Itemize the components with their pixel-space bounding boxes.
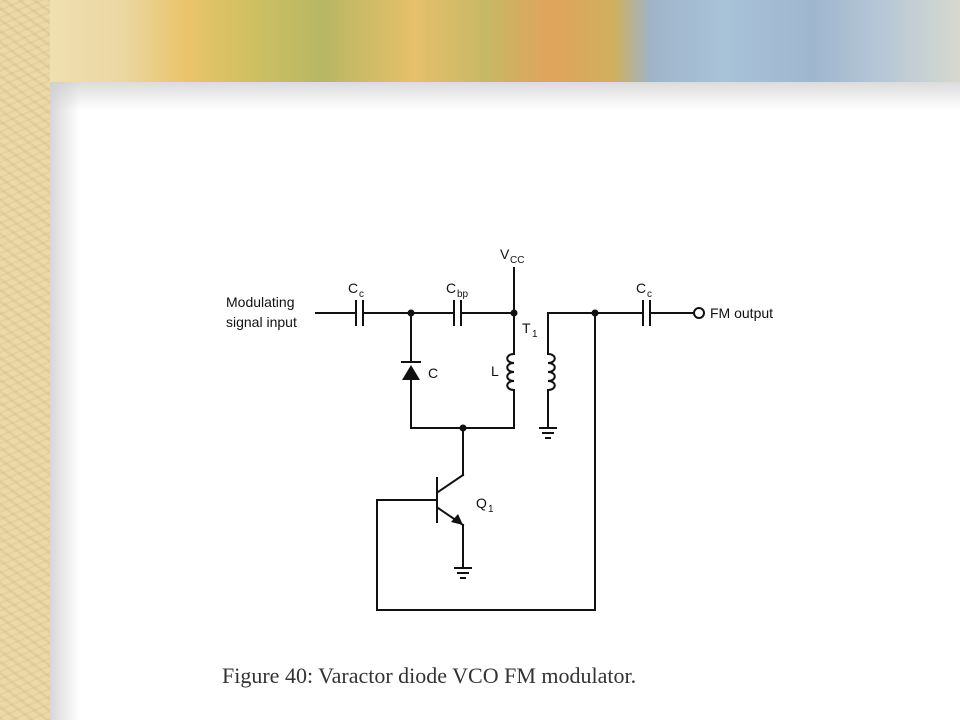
output-terminal — [693, 307, 705, 319]
cc-output-label: C — [636, 280, 646, 296]
output-label: FM output — [710, 305, 773, 321]
primary-inductor-coil — [506, 352, 516, 392]
t1-label: T — [522, 320, 531, 336]
banner-shadow — [50, 82, 960, 110]
cc-input-label: C — [348, 280, 358, 296]
vcc-label: V — [500, 246, 510, 262]
vcc-label-sub: CC — [510, 255, 524, 266]
emitter-arrow — [451, 514, 463, 525]
varactor-label: C — [428, 365, 438, 381]
input-label-line2: signal input — [226, 314, 297, 330]
cc-output-label-sub: c — [647, 289, 652, 300]
transistor-label-sub: 1 — [488, 504, 494, 515]
top-decorative-banner — [50, 0, 960, 82]
t1-label-sub: 1 — [532, 329, 538, 340]
cc-input-label-sub: c — [359, 289, 364, 300]
cbp-label-sub: bp — [457, 289, 469, 300]
content-shadow — [50, 82, 80, 720]
secondary-inductor-coil — [546, 352, 556, 392]
inductor-label: L — [491, 363, 499, 379]
input-label-line1: Modulating — [226, 294, 295, 310]
left-decorative-strip — [0, 0, 50, 720]
varactor-diode-symbol — [402, 365, 420, 380]
cbp-label: C — [446, 280, 456, 296]
transistor-label: Q — [476, 495, 487, 511]
collector-lead — [436, 473, 465, 494]
figure-caption: Figure 40: Varactor diode VCO FM modulat… — [222, 663, 637, 688]
